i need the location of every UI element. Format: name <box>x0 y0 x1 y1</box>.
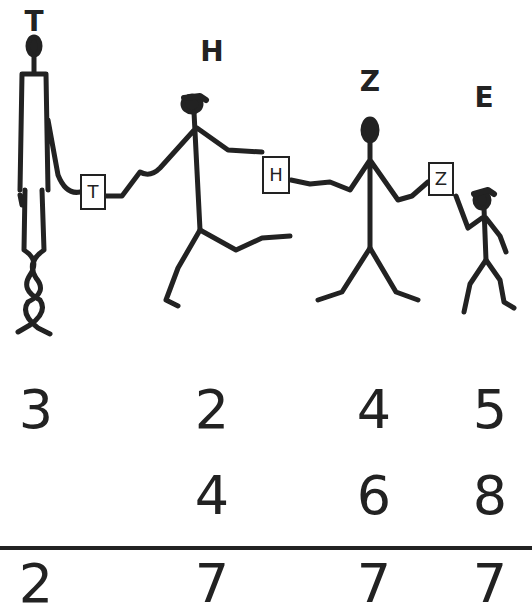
figure-name: Z <box>360 68 380 96</box>
figure-head <box>363 119 377 141</box>
figure-body <box>456 196 506 260</box>
held-card: Z <box>428 162 454 196</box>
figure-legs <box>464 260 514 312</box>
puzzle-digit: 6 <box>357 469 391 523</box>
puzzle-digit: 7 <box>357 557 391 611</box>
puzzle-digit: 4 <box>357 383 391 437</box>
puzzle-digit: 5 <box>473 383 507 437</box>
figure-body <box>20 56 80 192</box>
figure-body <box>291 142 428 248</box>
puzzle-digit: 2 <box>195 383 229 437</box>
figure-cap <box>474 190 494 194</box>
puzzle-digit: 8 <box>473 469 507 523</box>
figure-head <box>28 37 40 55</box>
figure-legs <box>166 230 290 306</box>
figure-body <box>106 112 262 230</box>
puzzle-digit: 3 <box>19 383 53 437</box>
card-letter: Z <box>435 170 447 188</box>
card-letter: T <box>88 183 99 201</box>
puzzle-digit: 7 <box>195 557 229 611</box>
figure-name: T <box>24 8 43 36</box>
puzzle-digit: 7 <box>473 557 507 611</box>
figure-legs <box>318 248 418 300</box>
puzzle-digit: 4 <box>195 469 229 523</box>
held-card: T <box>80 174 106 210</box>
figure-legs <box>18 190 50 334</box>
figure-cap <box>184 96 206 100</box>
figure-name: E <box>474 84 493 112</box>
figure-name: H <box>200 38 223 66</box>
sum-line <box>0 546 532 550</box>
puzzle-digit: 2 <box>19 557 53 611</box>
held-card: H <box>262 156 290 194</box>
card-letter: H <box>269 166 283 184</box>
